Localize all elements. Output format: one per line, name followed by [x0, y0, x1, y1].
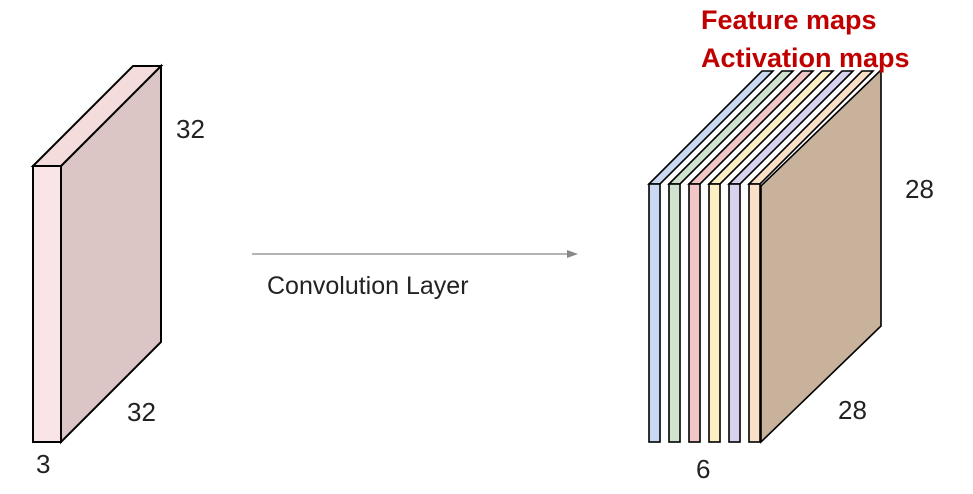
output-height-label: 28: [905, 174, 934, 204]
feature-map-slice-front: [748, 183, 761, 443]
feature-map-slice-front: [648, 183, 661, 443]
input-depth-label: 3: [36, 449, 50, 479]
feature-map-slice: [647, 70, 775, 443]
output-back-face: [760, 68, 882, 444]
convolution-arrow: [252, 250, 578, 258]
feature-maps-title: Feature maps: [701, 5, 877, 35]
input-width-label: 32: [127, 397, 156, 427]
feature-map-slice: [687, 70, 815, 443]
input-volume-front-face: [32, 165, 62, 443]
feature-map-slices: [647, 70, 875, 443]
activation-maps-title: Activation maps: [701, 43, 910, 73]
feature-map-slice: [747, 70, 875, 443]
feature-map-slice-front: [708, 183, 721, 443]
feature-map-slice: [727, 70, 855, 443]
output-volume: [647, 68, 882, 444]
output-width-label: 28: [838, 395, 867, 425]
feature-map-slice-front: [688, 183, 701, 443]
feature-map-slice-front: [728, 183, 741, 443]
input-height-label: 32: [176, 114, 205, 144]
arrow-head: [567, 250, 578, 258]
feature-map-slice: [707, 70, 835, 443]
feature-map-slice-front: [668, 183, 681, 443]
feature-map-slice: [667, 70, 795, 443]
output-depth-label: 6: [696, 454, 710, 484]
input-volume: [30, 63, 164, 445]
convolution-layer-label: Convolution Layer: [267, 272, 469, 300]
